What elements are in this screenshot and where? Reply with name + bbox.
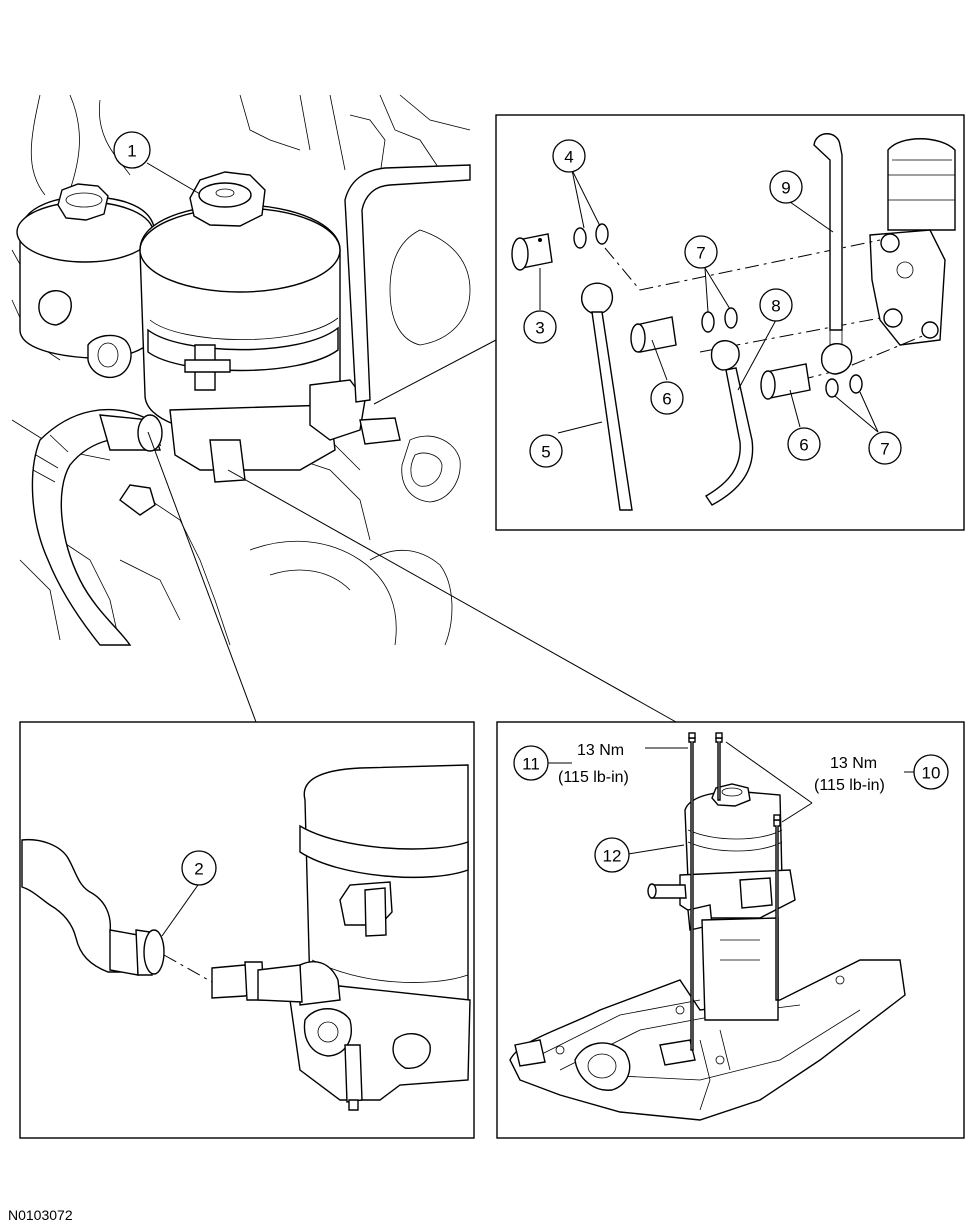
svg-text:8: 8 [771, 297, 780, 316]
callout-6-upper: 6 [650, 381, 684, 415]
callout-7-lower: 7 [868, 431, 902, 465]
svg-text:4: 4 [564, 148, 573, 167]
callout-6-lower: 6 [787, 427, 821, 461]
svg-text:5: 5 [541, 443, 550, 462]
figure-id: N0103072 [8, 1207, 73, 1223]
callout-11: 11 [513, 745, 549, 781]
svg-text:11: 11 [522, 755, 540, 774]
torque-lbin-left: (115 lb-in) [558, 769, 629, 786]
callout-4: 4 [552, 139, 586, 173]
torque-lbin-right: (115 lb-in) [814, 777, 885, 794]
svg-text:6: 6 [799, 436, 808, 455]
callout-2: 2 [181, 850, 217, 886]
svg-text:2: 2 [194, 860, 203, 879]
svg-text:12: 12 [603, 847, 622, 866]
callout-9: 9 [769, 170, 803, 204]
callout-8: 8 [759, 288, 793, 322]
callout-5: 5 [529, 434, 563, 468]
callout-3: 3 [523, 310, 557, 344]
callout-12: 12 [594, 837, 630, 873]
callout-7-upper: 7 [684, 235, 718, 269]
detail-box-module-mounting: 11 13 Nm (115 lb-in) 13 Nm (115 lb-in) 1… [496, 721, 965, 1139]
detail-box-fuel-hose: 2 [19, 721, 475, 1139]
detail-box-fuel-lines: 4 3 5 7 6 8 9 6 [495, 114, 965, 531]
torque-spec-right: 13 Nm (115 lb-in) [814, 755, 885, 794]
leader-lines [146, 162, 677, 723]
svg-text:3: 3 [535, 319, 544, 338]
torque-nm-right: 13 Nm [830, 755, 877, 772]
engine-overview-illustration [11, 94, 471, 646]
callout-10: 10 [913, 754, 949, 790]
svg-text:6: 6 [662, 390, 671, 409]
torque-spec-left: 13 Nm (115 lb-in) [558, 742, 629, 786]
svg-text:7: 7 [696, 244, 705, 263]
torque-nm-left: 13 Nm [577, 742, 624, 759]
callout-1: 1 [113, 131, 151, 169]
svg-text:1: 1 [127, 142, 136, 161]
svg-text:7: 7 [880, 440, 889, 459]
svg-text:10: 10 [922, 764, 941, 783]
svg-text:9: 9 [781, 179, 790, 198]
